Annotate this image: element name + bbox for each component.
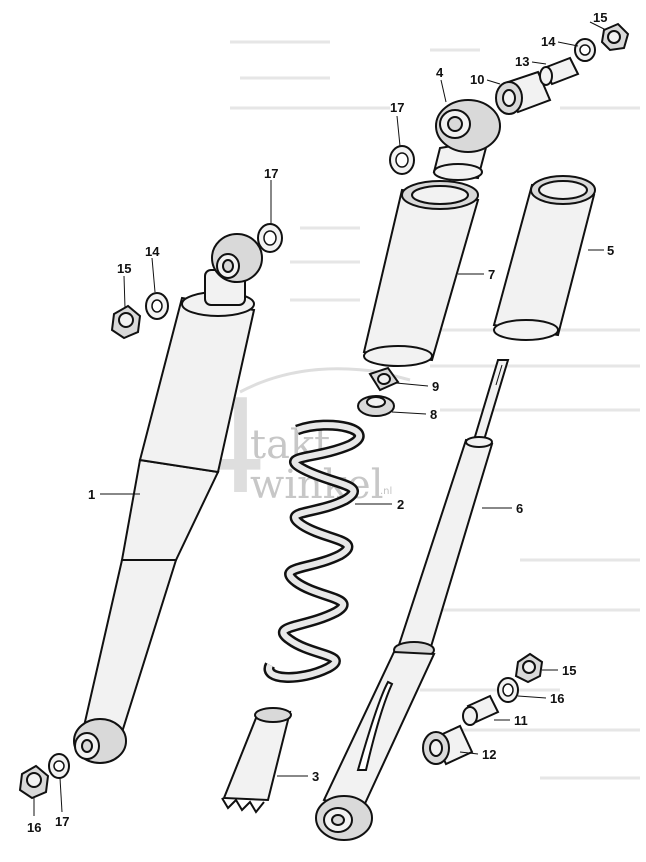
part-16-washer-bottom xyxy=(48,753,70,779)
callout-16-right: 16 xyxy=(550,691,564,706)
callout-labels: 1 2 3 4 5 6 7 8 9 10 11 12 13 14 14 15 1… xyxy=(27,10,614,835)
callout-6: 6 xyxy=(516,501,523,516)
part-7-upper-cover xyxy=(362,180,480,367)
callout-9: 9 xyxy=(432,379,439,394)
part-8-spring-seat xyxy=(357,395,395,417)
part-17-washer-top xyxy=(389,145,415,175)
part-4-upper-joint xyxy=(432,99,501,181)
callout-14-left: 14 xyxy=(145,244,160,259)
part-11-sleeve xyxy=(462,694,500,726)
part-15-cap-nut-right xyxy=(514,652,544,684)
part-15-cap-nut-top xyxy=(600,22,630,52)
watermark-tld: .nl xyxy=(380,486,392,497)
part-1-shock-absorber xyxy=(73,233,263,764)
part-13-sleeve xyxy=(539,56,580,86)
callout-15-left: 15 xyxy=(117,261,131,276)
callout-2: 2 xyxy=(397,497,404,512)
part-16-washer-right xyxy=(497,677,519,703)
callout-15-right: 15 xyxy=(562,663,576,678)
part-9-nut xyxy=(368,366,400,392)
part-10-bushing xyxy=(495,70,552,115)
callout-11: 11 xyxy=(514,713,528,728)
callout-13: 13 xyxy=(515,54,529,69)
callout-3: 3 xyxy=(312,769,319,784)
part-15-cap-nut-left xyxy=(110,304,142,340)
part-2-spring xyxy=(263,419,365,683)
part-3-bump-stop xyxy=(221,707,292,814)
callout-12: 12 xyxy=(482,747,496,762)
callout-leader-lines xyxy=(33,21,607,816)
part-14-washer-left xyxy=(145,292,169,320)
part-12-bushing xyxy=(422,724,474,766)
part-6-damper-unit xyxy=(315,359,510,841)
part-5-lower-cover xyxy=(492,175,596,341)
callout-15-bottom: 16 xyxy=(27,820,41,835)
part-15-cap-nut-bottom xyxy=(18,764,50,800)
part-17-washer-left xyxy=(257,223,283,253)
callout-4: 4 xyxy=(436,65,444,80)
callout-7: 7 xyxy=(488,267,495,282)
callout-14-top: 14 xyxy=(541,34,556,49)
callout-16-bottom: 17 xyxy=(55,814,69,829)
callout-17-left: 17 xyxy=(264,166,278,181)
callout-8: 8 xyxy=(430,407,437,422)
callout-15-top: 15 xyxy=(593,10,607,25)
callout-1: 1 xyxy=(88,487,95,502)
callout-10: 10 xyxy=(470,72,484,87)
callout-5: 5 xyxy=(607,243,614,258)
part-14-washer-top xyxy=(574,38,596,62)
callout-17-top: 17 xyxy=(390,100,404,115)
watermark-line2: winkel xyxy=(250,462,384,508)
